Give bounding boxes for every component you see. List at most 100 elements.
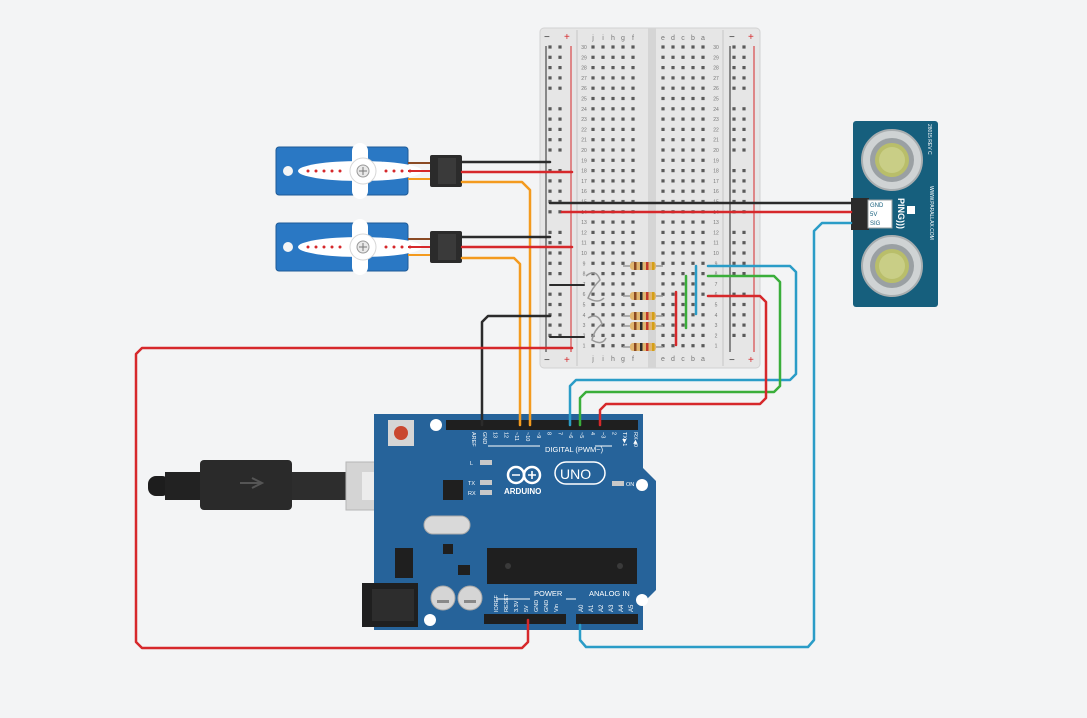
breadboard-hole[interactable] <box>701 169 705 173</box>
breadboard-hole[interactable] <box>591 55 595 59</box>
breadboard-hole[interactable] <box>601 127 605 131</box>
breadboard-hole[interactable] <box>591 282 595 286</box>
breadboard-hole[interactable] <box>601 148 605 152</box>
breadboard-hole[interactable] <box>681 241 685 245</box>
rail-hole[interactable] <box>732 230 736 234</box>
breadboard-hole[interactable] <box>671 344 675 348</box>
breadboard-hole[interactable] <box>661 179 665 183</box>
breadboard-hole[interactable] <box>621 272 625 276</box>
rail-hole[interactable] <box>742 138 746 142</box>
breadboard-hole[interactable] <box>681 96 685 101</box>
breadboard-hole[interactable] <box>701 45 705 49</box>
wire-pin3-red[interactable] <box>598 294 768 427</box>
rail-hole[interactable] <box>558 210 562 214</box>
breadboard-hole[interactable] <box>591 107 595 111</box>
rail-hole[interactable] <box>742 313 746 317</box>
rail-hole[interactable] <box>742 272 746 276</box>
breadboard-hole[interactable] <box>601 292 605 296</box>
breadboard-hole[interactable] <box>621 138 625 142</box>
breadboard-hole[interactable] <box>611 158 615 162</box>
breadboard-hole[interactable] <box>661 230 665 234</box>
breadboard-hole[interactable] <box>671 292 675 296</box>
breadboard-hole[interactable] <box>671 251 675 255</box>
rail-hole[interactable] <box>732 333 736 337</box>
breadboard-hole[interactable] <box>611 127 615 131</box>
rail-hole[interactable] <box>548 261 552 265</box>
breadboard-hole[interactable] <box>591 117 595 121</box>
breadboard-hole[interactable] <box>661 241 665 245</box>
rail-hole[interactable] <box>742 127 746 131</box>
breadboard-hole[interactable] <box>591 45 595 49</box>
breadboard-hole[interactable] <box>611 45 615 49</box>
breadboard-hole[interactable] <box>631 179 635 183</box>
breadboard-hole[interactable] <box>691 220 695 224</box>
rail-hole[interactable] <box>732 241 736 245</box>
rail-hole[interactable] <box>742 66 746 70</box>
breadboard-hole[interactable] <box>631 333 635 337</box>
breadboard-hole[interactable] <box>701 199 705 204</box>
breadboard-hole[interactable] <box>701 251 705 255</box>
breadboard-hole[interactable] <box>601 282 605 286</box>
breadboard-hole[interactable] <box>661 55 665 59</box>
breadboard-hole[interactable] <box>671 189 675 193</box>
servo-top[interactable] <box>275 143 462 199</box>
breadboard-hole[interactable] <box>591 302 595 307</box>
breadboard-hole[interactable] <box>691 127 695 131</box>
rail-hole[interactable] <box>558 107 562 111</box>
breadboard-hole[interactable] <box>631 127 635 131</box>
breadboard-hole[interactable] <box>681 199 685 204</box>
rail-hole[interactable] <box>742 189 746 193</box>
breadboard-hole[interactable] <box>631 199 635 204</box>
breadboard-hole[interactable] <box>671 107 675 111</box>
breadboard-hole[interactable] <box>611 261 615 265</box>
breadboard-hole[interactable] <box>681 55 685 59</box>
breadboard-hole[interactable] <box>631 251 635 255</box>
breadboard-hole[interactable] <box>681 292 685 296</box>
rail-hole[interactable] <box>558 117 562 121</box>
breadboard-hole[interactable] <box>701 107 705 111</box>
breadboard-hole[interactable] <box>681 117 685 121</box>
breadboard-hole[interactable] <box>621 323 625 327</box>
breadboard-hole[interactable] <box>691 158 695 162</box>
breadboard-hole[interactable] <box>691 323 695 327</box>
breadboard-hole[interactable] <box>661 220 665 224</box>
breadboard-hole[interactable] <box>621 282 625 286</box>
rail-hole[interactable] <box>548 179 552 183</box>
rail-hole[interactable] <box>558 86 562 90</box>
rail-hole[interactable] <box>548 107 552 111</box>
breadboard-hole[interactable] <box>701 333 705 337</box>
rail-hole[interactable] <box>732 199 736 204</box>
breadboard-hole[interactable] <box>611 199 615 204</box>
breadboard-hole[interactable] <box>691 55 695 59</box>
breadboard-hole[interactable] <box>681 169 685 173</box>
rail-hole[interactable] <box>558 323 562 327</box>
rail-hole[interactable] <box>732 86 736 90</box>
rail-hole[interactable] <box>742 261 746 265</box>
breadboard-hole[interactable] <box>691 333 695 337</box>
breadboard-hole[interactable] <box>591 96 595 101</box>
rail-hole[interactable] <box>732 138 736 142</box>
breadboard-hole[interactable] <box>591 251 595 255</box>
breadboard-hole[interactable] <box>661 169 665 173</box>
breadboard-hole[interactable] <box>621 333 625 337</box>
rail-hole[interactable] <box>742 86 746 90</box>
breadboard-hole[interactable] <box>701 282 705 286</box>
breadboard-hole[interactable] <box>621 199 625 204</box>
breadboard-hole[interactable] <box>631 55 635 59</box>
rail-hole[interactable] <box>548 292 552 296</box>
breadboard-hole[interactable] <box>601 241 605 245</box>
breadboard-hole[interactable] <box>621 76 625 80</box>
breadboard-hole[interactable] <box>681 251 685 255</box>
breadboard-hole[interactable] <box>671 169 675 173</box>
rail-hole[interactable] <box>742 199 746 204</box>
breadboard-hole[interactable] <box>681 302 685 307</box>
breadboard-hole[interactable] <box>661 45 665 49</box>
breadboard-hole[interactable] <box>601 169 605 173</box>
breadboard-hole[interactable] <box>601 117 605 121</box>
breadboard-hole[interactable] <box>681 344 685 348</box>
rail-hole[interactable] <box>548 45 552 49</box>
rail-hole[interactable] <box>742 148 746 152</box>
rail-hole[interactable] <box>548 127 552 131</box>
breadboard-hole[interactable] <box>631 96 635 101</box>
resistor[interactable] <box>623 292 663 300</box>
